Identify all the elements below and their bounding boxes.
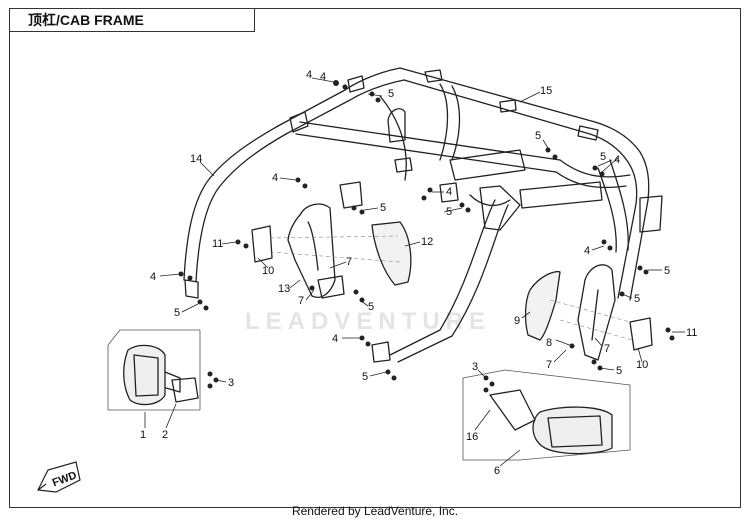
callout: 11 <box>212 238 223 250</box>
callout: 8 <box>546 337 552 349</box>
callout: 10 <box>636 359 648 371</box>
alignment-lines <box>269 235 633 341</box>
callout: 5 <box>368 301 374 313</box>
callout: 16 <box>466 431 478 443</box>
callout: 4 <box>332 333 338 345</box>
callout: 4 <box>150 271 156 283</box>
callout: 14 <box>190 153 202 165</box>
callout: 5 <box>634 293 640 305</box>
right-bracket <box>629 317 653 351</box>
callout: 5 <box>380 202 386 214</box>
callout: 4 <box>306 69 312 81</box>
title-box <box>9 8 255 32</box>
callout: 15 <box>540 85 552 97</box>
callout: 5 <box>362 371 368 383</box>
callout: 4 <box>446 186 452 198</box>
hardware-fasteners <box>178 80 675 393</box>
callout: 5 <box>535 130 541 142</box>
diagram-frame <box>9 8 741 508</box>
callout: 13 <box>278 283 290 295</box>
page-title: 顶杠/CAB FRAME <box>28 12 144 28</box>
callout: 10 <box>262 265 274 277</box>
callout: 4 <box>584 245 590 257</box>
callout: 7 <box>546 359 552 371</box>
callout: 7 <box>604 343 610 355</box>
callout: 5 <box>446 206 452 218</box>
callout: 5 <box>616 365 622 377</box>
callout: 5 <box>664 265 670 277</box>
right-grab-bar <box>577 264 616 361</box>
callout: 7 <box>346 256 352 268</box>
cab-frame-tubes <box>183 67 663 363</box>
callout: 3 <box>472 361 478 373</box>
right-mirror <box>462 369 631 461</box>
left-bracket <box>251 225 273 263</box>
callout: 9 <box>514 315 520 327</box>
footer-credit: Rendered by LeadVenture, Inc. <box>291 504 459 518</box>
callout-labels: 4 5 15 5 4 14 4 5 4 5 11 12 10 7 4 13 7 … <box>140 69 697 477</box>
callout: 7 <box>298 295 304 307</box>
left-grab-pad <box>371 221 412 286</box>
callout: 3 <box>228 377 234 389</box>
callout: 4 <box>272 172 278 184</box>
callout: 5 <box>388 88 394 100</box>
callout: 6 <box>494 465 500 477</box>
callout: 1 <box>140 429 146 441</box>
callout: 11 <box>686 327 697 339</box>
right-grab-pad <box>524 270 561 341</box>
fwd-direction-icon: FWD <box>37 461 81 493</box>
left-mount-7 <box>317 275 345 299</box>
callout: 5 <box>600 151 606 163</box>
callout: 4 <box>320 71 326 83</box>
callout: 4 <box>614 154 620 166</box>
left-grab-bar <box>287 203 336 298</box>
left-mirror <box>107 329 201 411</box>
callout: 2 <box>162 429 168 441</box>
callout: 12 <box>421 236 433 248</box>
callout: 5 <box>174 307 180 319</box>
leader-lines <box>144 77 685 467</box>
